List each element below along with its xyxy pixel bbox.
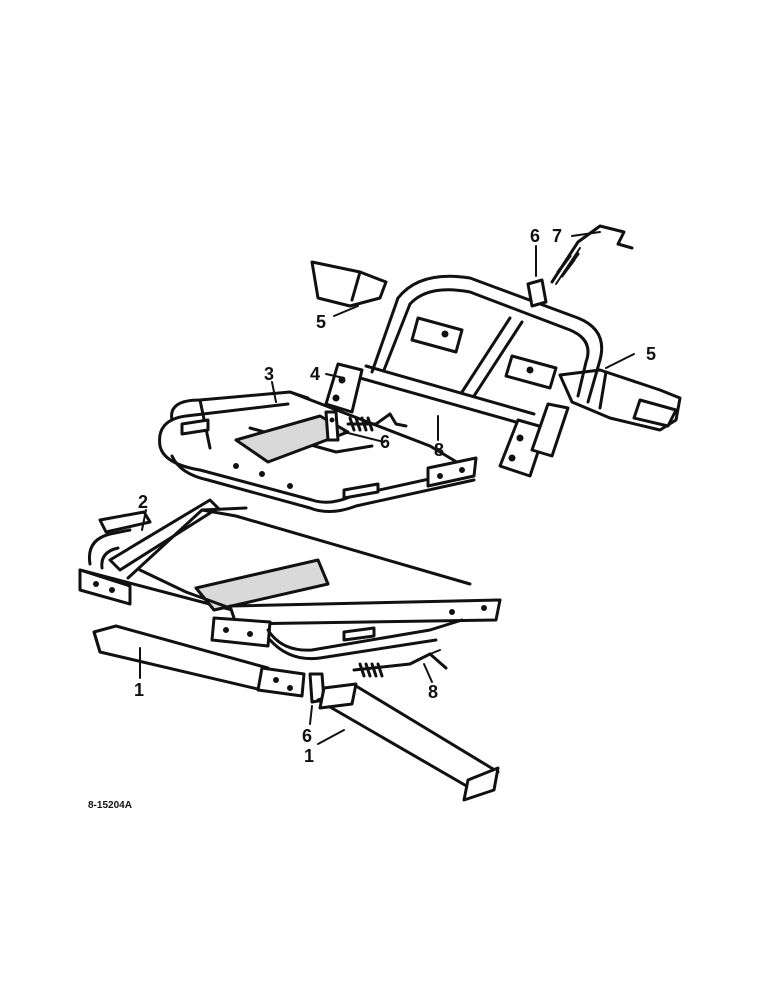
callout-8-lower: 8 (428, 682, 438, 702)
callout-5-right: 5 (646, 344, 656, 364)
callout-1-left: 1 (134, 680, 144, 700)
callout-4: 4 (310, 364, 320, 384)
callout-7: 7 (552, 226, 562, 246)
lower-seat-base (78, 498, 502, 661)
callout-labels: 7 6 5 5 4 3 6 8 2 1 8 6 1 (134, 226, 656, 766)
callout-6-middle: 6 (380, 432, 390, 452)
callout-6-lower: 6 (302, 726, 312, 746)
reference-code: 8-15204A (88, 800, 132, 811)
callout-3: 3 (264, 364, 274, 384)
upper-lever-assembly (526, 224, 634, 308)
base-rails (92, 624, 500, 802)
middle-lever-assembly (324, 410, 408, 442)
leader-lines (139, 231, 635, 745)
callout-2: 2 (138, 492, 148, 512)
upper-seat-frame (310, 260, 682, 478)
callout-1-lower: 1 (304, 746, 314, 766)
callout-6-top: 6 (530, 226, 540, 246)
middle-seat-pan (158, 390, 478, 513)
callout-5-left: 5 (316, 312, 326, 332)
lower-lever-assembly (352, 649, 448, 678)
callout-8-middle: 8 (434, 440, 444, 460)
